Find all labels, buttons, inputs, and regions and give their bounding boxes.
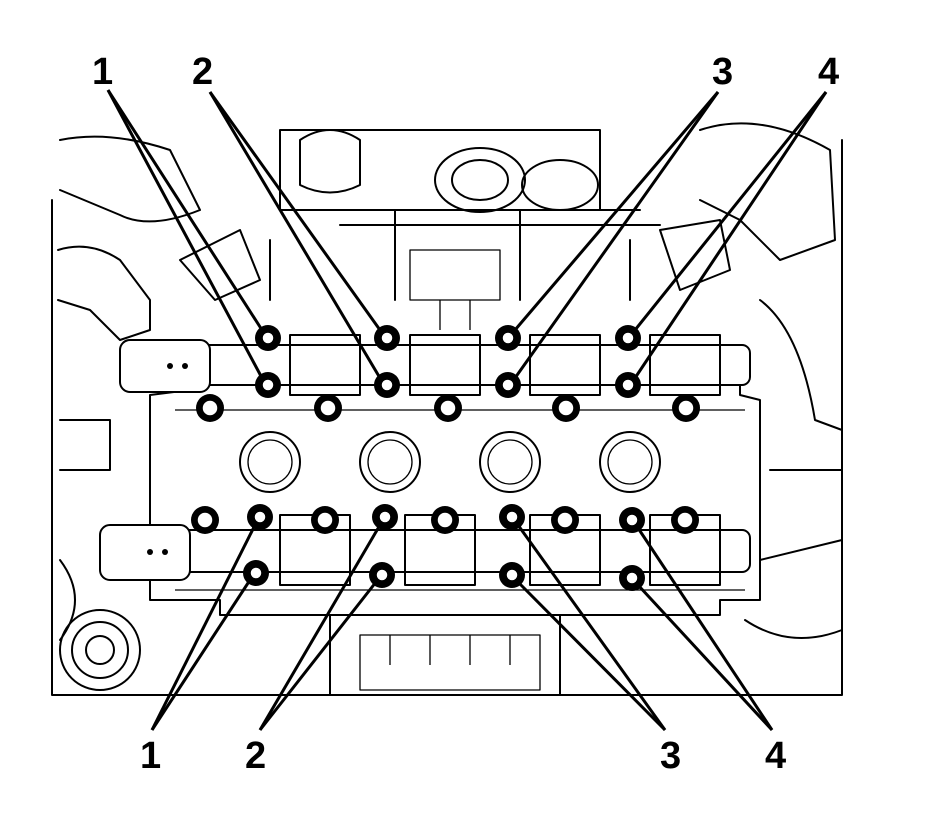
bolt [671,506,699,534]
leader-lines [106,89,828,732]
camshaft-cap-bolts [243,325,645,591]
bolt [552,394,580,422]
plug-area-bolts [191,394,700,534]
intake-camshaft [119,334,751,396]
cap-bolt-2-lower-a [372,504,398,530]
cap-bolt-3-upper-a [495,325,521,351]
callout-bottom-1: 1 [140,735,161,777]
lower-block [59,609,561,696]
cap-bolt-3-lower-a [499,504,525,530]
bolt [434,394,462,422]
callout-top-4: 4 [818,51,839,93]
callout-labels: 1 2 3 4 1 2 3 4 [92,51,839,777]
bolt [311,506,339,534]
cap-bolt-1-upper-a [255,325,281,351]
callout-bottom-4: 4 [765,735,786,777]
bolt [672,394,700,422]
cap-bolt-2-upper-a [374,325,400,351]
callout-bottom-3: 3 [660,735,681,777]
bolt [196,394,224,422]
cap-bolt-4-lower-a [619,507,645,533]
cap-bolt-3-upper-b [495,372,521,398]
cap-bolt-1-lower-a [247,504,273,530]
exhaust-camshaft [99,514,751,586]
callout-top-2: 2 [192,51,213,93]
cap-bolt-4-upper-a [615,325,641,351]
bolt [431,506,459,534]
intake-manifold-area [179,129,731,330]
cap-bolt-4-lower-b [619,565,645,591]
bolt [191,506,219,534]
cap-bolt-1-upper-b [255,372,281,398]
callout-top-3: 3 [712,51,733,93]
cap-bolt-1-lower-b [243,560,269,586]
cap-bolt-2-upper-b [374,372,400,398]
cap-bolt-3-lower-b [499,562,525,588]
callout-top-1: 1 [92,51,113,93]
cap-bolt-4-upper-b [615,372,641,398]
bolt [551,506,579,534]
cap-bolt-2-lower-b [369,562,395,588]
bolt [314,394,342,422]
callout-bottom-2: 2 [245,735,266,777]
